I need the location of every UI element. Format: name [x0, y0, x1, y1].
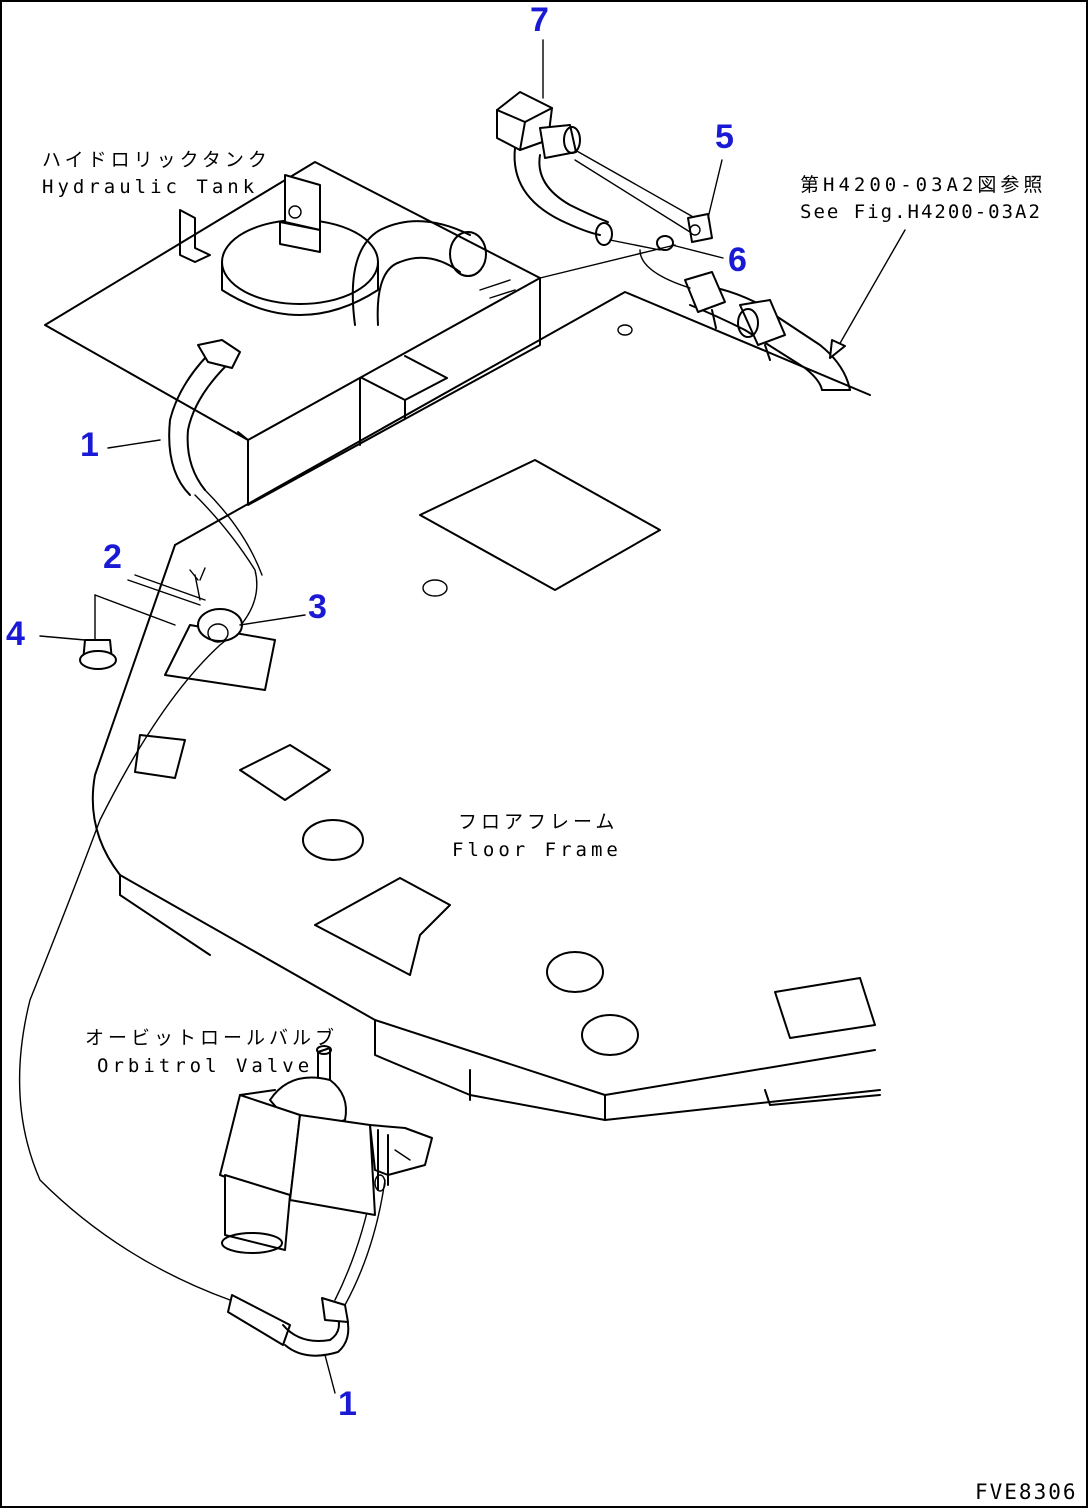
orbitrol-valve-label-en: Orbitrol Valve — [97, 1055, 314, 1077]
hydraulic-tank-label-jp: ハイドロリックタンク — [42, 149, 271, 171]
see-fig-label-en: See Fig.H4200-03A2 — [800, 201, 1042, 223]
drawing-code: FVE8306 — [975, 1480, 1078, 1504]
floor-frame-label-en: Floor Frame — [452, 839, 622, 861]
callout-2: 2 — [103, 538, 122, 576]
see-fig-label-jp: 第H4200-03A2図参照 — [800, 174, 1047, 196]
orbitrol-valve-label-jp: オービットロールバルブ — [85, 1027, 339, 1049]
orbitrol-valve — [219, 1045, 433, 1254]
hydraulic-tank — [44, 161, 541, 506]
callout-6: 6 — [728, 241, 747, 279]
leader-lines — [39, 39, 906, 1394]
callout-4: 4 — [6, 615, 25, 653]
clamp-assembly — [79, 567, 243, 670]
floor-frame-label-jp: フロアフレーム — [458, 811, 619, 833]
callout-5: 5 — [715, 118, 734, 156]
callout-7: 7 — [530, 1, 549, 39]
hose-1 — [18, 339, 386, 1357]
callout-1-top: 1 — [80, 426, 99, 464]
callout-1-bottom: 1 — [338, 1385, 357, 1423]
hydraulic-tank-label-en: Hydraulic Tank — [42, 176, 259, 198]
floor-frame — [91, 291, 881, 1121]
upper-fittings — [496, 91, 851, 391]
callout-3: 3 — [308, 588, 327, 626]
